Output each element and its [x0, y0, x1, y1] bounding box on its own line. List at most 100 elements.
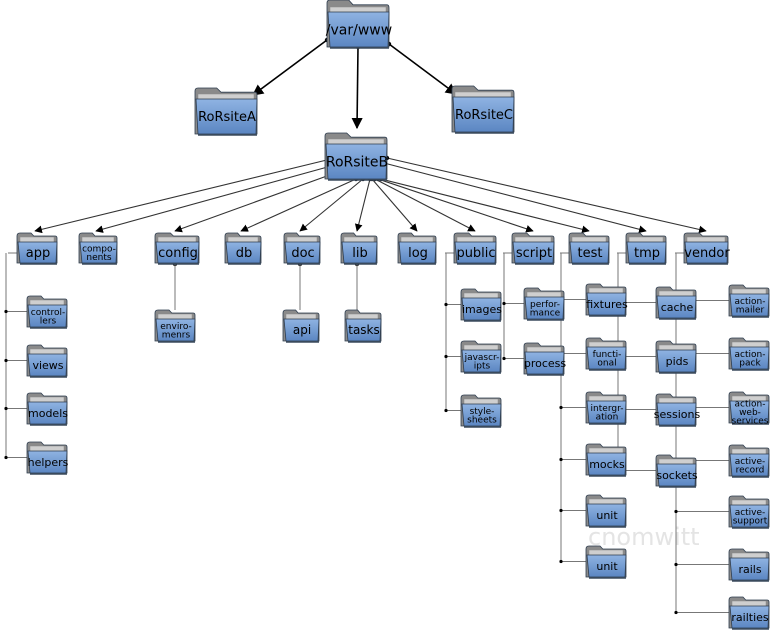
folder-fixtures-folder[interactable]: fixtures	[585, 283, 628, 317]
folder-script-folder[interactable]: script	[511, 232, 555, 265]
folder-front-icon	[729, 346, 770, 370]
folder-doc-label: doc	[291, 246, 314, 261]
folder-front-icon	[586, 452, 627, 476]
tree-edge	[174, 167, 350, 233]
folder-front-icon	[155, 241, 200, 264]
folder-var-www-folder[interactable]: /var/www	[326, 0, 392, 49]
tree-edge	[34, 157, 336, 234]
folder-db-label: db	[236, 246, 253, 261]
folder-action-mailer-folder[interactable]: action-mailer	[728, 284, 770, 318]
folder-front-icon	[452, 96, 515, 133]
folder-images-folder[interactable]: images	[460, 288, 502, 322]
folder-rorsitec-label: RoRsiteC	[455, 108, 513, 123]
folder-front-icon	[586, 346, 627, 370]
folder-intergr-ation-label: intergr-ation	[591, 404, 624, 423]
tree-edge	[252, 39, 328, 96]
folder-views-label: views	[32, 359, 63, 372]
folder-front-icon	[27, 353, 68, 377]
folder-front-icon	[684, 241, 729, 264]
folder-cache-folder[interactable]: cache	[655, 286, 697, 320]
folder-mocks-label: mocks	[589, 458, 625, 471]
folder-rorsitea-folder[interactable]: RoRsiteA	[194, 87, 258, 136]
folder-front-icon	[225, 241, 262, 264]
folder-tasks-folder[interactable]: tasks	[344, 309, 382, 343]
folder-sessions-folder[interactable]: sessions	[654, 393, 701, 427]
folder-front-icon	[729, 605, 770, 629]
folder-front-icon	[195, 98, 258, 135]
folder-front-icon	[461, 349, 502, 373]
folder-style-sheets-label: style-sheets	[467, 407, 497, 426]
tree-edge	[383, 162, 647, 233]
folder-enviro-menrs-folder[interactable]: enviro-menrs	[154, 309, 196, 343]
folder-front-icon	[729, 504, 770, 528]
folder-perfor-mance-label: perfor-mance	[530, 300, 561, 319]
folder-front-icon	[569, 241, 610, 264]
folder-vendor-folder[interactable]: vendor	[683, 232, 730, 265]
folder-active-record-label: active-record	[735, 457, 766, 476]
folder-front-icon	[586, 400, 627, 424]
folder-rails-folder[interactable]: rails	[728, 548, 770, 582]
folder-pids-label: pids	[666, 355, 689, 368]
folder-models-folder[interactable]: models	[26, 392, 68, 426]
folder-lib-label: lib	[352, 246, 367, 261]
folder-test-label: test	[578, 246, 603, 261]
folder-public-label: public	[456, 246, 495, 261]
folder-front-icon	[524, 351, 565, 375]
folder-front-icon	[729, 293, 770, 317]
folder-action-pack-label: action-pack	[735, 350, 766, 369]
folder-front-icon	[284, 241, 321, 264]
folder-tasks-label: tasks	[348, 323, 380, 337]
folder-front-icon	[398, 241, 437, 264]
folder-rorsiteb-folder[interactable]: RoRsiteB	[324, 132, 388, 181]
folder-front-icon	[626, 241, 667, 264]
folder-railties-folder[interactable]: railties	[728, 596, 770, 630]
folder-config-folder[interactable]: config	[154, 232, 200, 265]
folder-front-icon	[283, 318, 320, 342]
folder-active-support-label: active-support	[733, 508, 768, 527]
folder-db-folder[interactable]: db	[224, 232, 262, 265]
folder-script-label: script	[516, 246, 552, 261]
folder-helpers-folder[interactable]: helpers	[26, 441, 69, 475]
folder-tmp-label: tmp	[634, 246, 660, 261]
folder-var-www-label: /var/www	[326, 22, 392, 38]
folder-mocks-folder[interactable]: mocks	[585, 443, 627, 477]
folder-perfor-mance-folder[interactable]: perfor-mance	[523, 287, 565, 321]
folder-log-folder[interactable]: log	[397, 232, 437, 265]
folder-action-web-services-label: action-web-services	[732, 400, 769, 427]
folder-api-folder[interactable]: api	[282, 309, 320, 343]
folder-compo-nents-folder[interactable]: compo-nents	[78, 232, 118, 265]
folder-front-icon	[461, 403, 502, 427]
folder-front-icon	[656, 402, 697, 426]
folder-unit-folder[interactable]: unit	[585, 545, 627, 579]
folder-javascr-ipts-folder[interactable]: javascr-ipts	[460, 340, 502, 374]
folder-front-icon	[729, 453, 770, 477]
folder-style-sheets-folder[interactable]: style-sheets	[460, 394, 502, 428]
folder-active-record-folder[interactable]: active-record	[728, 444, 770, 478]
folder-active-support-folder[interactable]: active-support	[728, 495, 770, 529]
tree-edge	[351, 46, 363, 130]
folder-views-folder[interactable]: views	[26, 344, 68, 378]
folder-action-web-services-folder[interactable]: action-web-services	[728, 391, 770, 427]
tree-edge	[354, 178, 371, 232]
folder-action-pack-folder[interactable]: action-pack	[728, 337, 770, 371]
folder-pids-folder[interactable]: pids	[655, 340, 697, 374]
tree-edge	[388, 43, 457, 95]
folder-lib-folder[interactable]: lib	[340, 232, 378, 265]
folder-unit-label: unit	[596, 560, 618, 573]
folder-railties-label: railties	[731, 611, 769, 624]
folder-unit-folder[interactable]: unit	[585, 494, 627, 528]
folder-public-folder[interactable]: public	[453, 232, 497, 265]
folder-vendor-label: vendor	[684, 246, 730, 261]
folder-doc-folder[interactable]: doc	[283, 232, 321, 265]
folder-control-lers-folder[interactable]: control-lers	[26, 295, 68, 329]
folder-sockets-folder[interactable]: sockets	[655, 454, 698, 488]
folder-front-icon	[729, 400, 770, 424]
folder-tmp-folder[interactable]: tmp	[625, 232, 667, 265]
folder-intergr-ation-folder[interactable]: intergr-ation	[585, 391, 627, 425]
folder-functi-onal-folder[interactable]: functi-onal	[585, 337, 627, 371]
folder-process-folder[interactable]: process	[523, 342, 567, 376]
folder-rorsitec-folder[interactable]: RoRsiteC	[451, 85, 515, 134]
folder-test-folder[interactable]: test	[568, 232, 610, 265]
folder-app-folder[interactable]: app	[16, 232, 58, 265]
